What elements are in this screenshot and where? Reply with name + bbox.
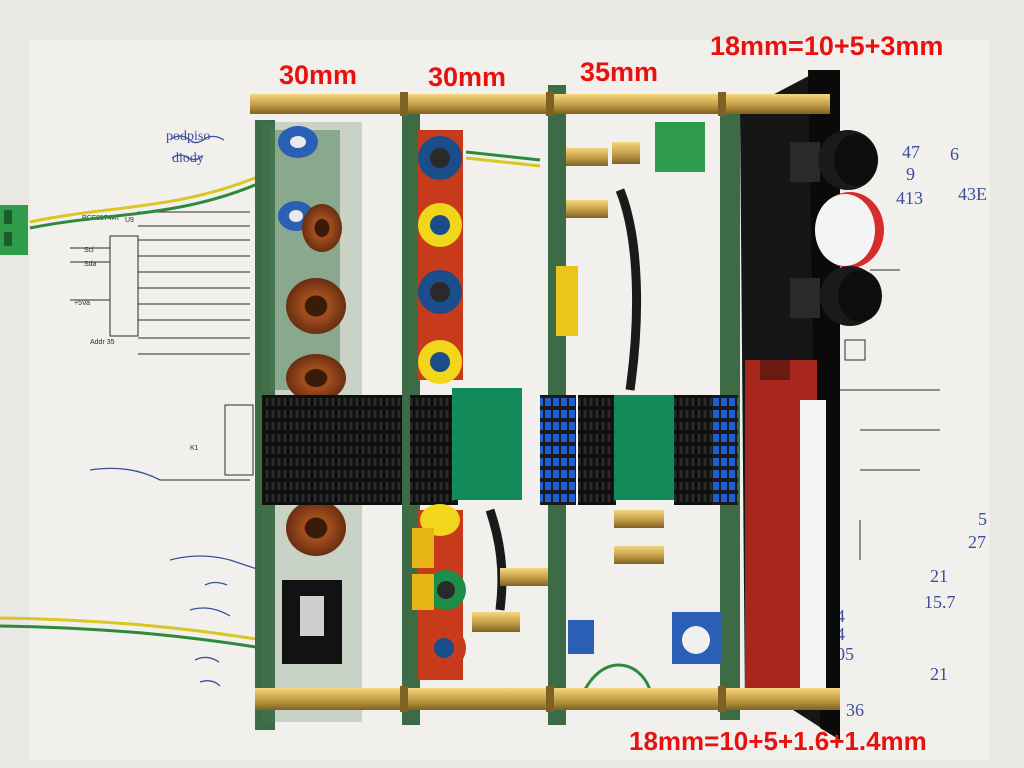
svg-text:Sda: Sda (84, 261, 97, 268)
svg-text:U9: U9 (125, 217, 134, 224)
adapter-board-1 (452, 388, 522, 500)
sma-connector-5 (472, 612, 520, 632)
toroid-2 (286, 278, 346, 334)
svg-text:43E: 43E (958, 184, 987, 204)
sma-connector-1 (566, 148, 608, 166)
svg-text:36: 36 (846, 700, 864, 720)
standoffs-bottom (255, 686, 840, 712)
svg-text:21: 21 (930, 566, 948, 586)
header-row-black-4 (674, 395, 714, 505)
component-pcb-1 (270, 130, 340, 390)
toroid-1 (302, 204, 342, 252)
svg-text:15.7: 15.7 (924, 592, 956, 612)
svg-text:47: 47 (902, 142, 920, 162)
svg-text:diody: diody (172, 151, 204, 166)
header-row-black-3 (578, 395, 616, 505)
svg-text:6: 6 (950, 144, 959, 164)
header-yellow (556, 266, 578, 336)
svg-text:+5Va: +5Va (74, 300, 90, 307)
terminal-block-top (655, 122, 705, 172)
cap-yellow-1 (412, 528, 434, 568)
spacing-label-board-2: 30mm (428, 62, 507, 92)
svg-text:21: 21 (930, 664, 948, 684)
knob-bottom (790, 266, 882, 326)
yellow-wire-top (29, 173, 263, 224)
wires-mid (465, 150, 541, 162)
svg-text:Scl: Scl (84, 247, 94, 254)
toroid-3 (286, 354, 346, 402)
sma-connector-3 (612, 142, 640, 164)
small-pot (568, 620, 594, 654)
svg-text:27: 27 (968, 532, 986, 552)
sma-connector-6 (614, 510, 664, 528)
sma-connector-2 (566, 200, 608, 218)
svg-text:4: 4 (836, 624, 845, 644)
svg-text:05: 05 (836, 644, 854, 664)
green-wire-mid (578, 663, 652, 701)
spacing-label-board-3: 35mm (580, 57, 659, 87)
schematic-left (70, 211, 254, 481)
coax-2 (485, 508, 507, 611)
knob-middle-white (815, 192, 884, 268)
svg-text:podpiso: podpiso (166, 129, 210, 144)
green-wire-bottom (0, 624, 263, 650)
svg-text:413: 413 (896, 188, 923, 208)
standoffs-top (250, 92, 830, 116)
svg-text:5: 5 (978, 509, 987, 529)
spacing-label-front-bottom: 18mm=10+5+1.6+1.4mm (629, 726, 927, 756)
spacing-label-front-top: 18mm=10+5+3mm (710, 31, 944, 61)
spacing-label-board-1: 30mm (279, 60, 358, 90)
toroid-4 (286, 500, 346, 556)
svg-text:4: 4 (836, 606, 845, 626)
sma-connector-7 (614, 546, 664, 564)
schematic-right (840, 269, 940, 560)
yellow-wire-bottom (0, 616, 263, 642)
knob-top (790, 130, 878, 190)
handwriting-left-text: podpiso diody (166, 129, 210, 166)
header-row-blue-1 (540, 395, 576, 505)
svg-text:K1: K1 (190, 445, 199, 452)
coax-1 (615, 188, 642, 391)
header-row-blue-2 (712, 395, 738, 505)
adapter-board-2 (614, 395, 674, 500)
green-wire-top (29, 180, 263, 230)
sma-connector-4 (500, 568, 548, 586)
handwriting-right-text: 47 6 9 413 43E 5 27 21 15.7 4 4 05 21 36 (836, 142, 987, 720)
cap-yellow-2 (412, 574, 434, 610)
svg-text:Addr 35: Addr 35 (90, 339, 115, 346)
handwriting-left (89, 135, 261, 687)
header-row-black-1 (262, 395, 402, 505)
svg-text:9: 9 (906, 164, 915, 184)
header-row-black-2 (410, 395, 458, 505)
